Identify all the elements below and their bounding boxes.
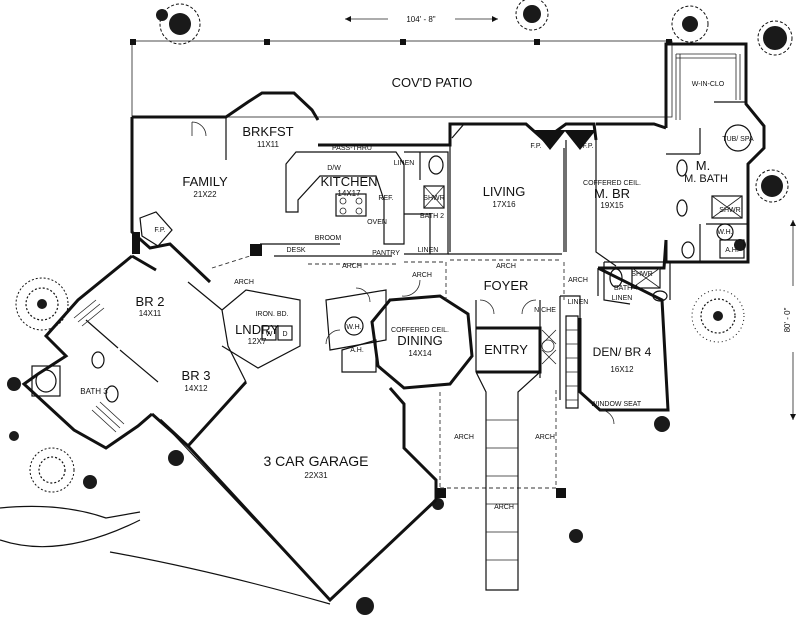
room-size-den: 16X12 (610, 365, 634, 374)
label-pass-thru: PASS-THRU (332, 145, 372, 152)
room-name-living: LIVING (483, 184, 526, 199)
room-note-dining: COFFERED CEIL. (391, 327, 449, 334)
room-name-master-br: M. BR (594, 186, 630, 201)
depth-dimension-label: 80' - 0" (783, 307, 792, 332)
room-name-master-bath: M. BATH (684, 173, 728, 185)
label-arch-walk-bottom: ARCH (494, 504, 514, 511)
label-fp-family: F.P. (154, 227, 165, 234)
label-broom: BROOM (315, 235, 342, 242)
width-dimension-label: 104' - 8" (406, 15, 435, 24)
label-shwr-bath4: SHWR (631, 271, 652, 278)
room-name-foyer: FOYER (484, 278, 529, 293)
room-name-tub-spa: TUB/ SPA (722, 136, 754, 143)
label-linen-den: LINEN (568, 299, 589, 306)
arches (211, 255, 565, 489)
label-ah-master: A.H. (725, 247, 739, 254)
fireplaces (132, 130, 596, 498)
fixture-labels: PASS-THRU LINEN D/W REF. OVEN SHWR BATH … (154, 143, 740, 511)
room-name-lndry: LNDRY (235, 322, 279, 337)
dimension-depth: 80' - 0" (783, 220, 796, 420)
room-size-kitchen: 14X17 (337, 189, 361, 198)
room-name-master-bath-m: M. (696, 158, 710, 173)
room-size-brkfst: 11X11 (257, 140, 279, 149)
room-size-br2: 14X11 (139, 309, 162, 318)
room-size-br3: 14X12 (184, 384, 208, 393)
room-size-master-br: 19X15 (600, 201, 624, 210)
room-name-family: FAMILY (182, 174, 228, 189)
label-w: W (266, 331, 273, 338)
label-fp-master: F.P. (582, 143, 593, 150)
label-desk: DESK (286, 247, 305, 254)
label-linen-foyer: LINEN (612, 295, 633, 302)
room-name-garage: 3 CAR GARAGE (263, 453, 368, 469)
label-dw: D/W (327, 165, 341, 172)
room-size-dining: 14X14 (408, 349, 432, 358)
label-iron-bd: IRON. BD. (255, 311, 288, 318)
driveway (0, 505, 331, 605)
tree-right-mid (755, 169, 789, 203)
interior-walls (85, 101, 748, 400)
label-arch-walk-right: ARCH (535, 434, 555, 441)
label-linen-kitchen: LINEN (394, 160, 415, 167)
label-arch-pantry: ARCH (412, 272, 432, 279)
label-niche: NICHE (534, 307, 556, 314)
room-name-den: DEN/ BR 4 (593, 345, 652, 359)
label-linen-bath2: LINEN (418, 247, 439, 254)
label-arch-kitchen: ARCH (342, 263, 362, 270)
label-bath2: BATH 2 (420, 213, 444, 220)
label-arch-foyer-right: ARCH (568, 277, 588, 284)
tree-left (15, 277, 69, 331)
label-wh-master: W.H. (717, 229, 732, 236)
tree-right-sunburst (691, 289, 745, 343)
room-name-w-in-clo: W-IN-CLO (692, 81, 725, 88)
room-name-brkfst: BRKFST (242, 124, 293, 139)
tree-lower-left (29, 447, 75, 493)
landscaping (7, 0, 793, 615)
label-wh-mech: W.H. (346, 324, 361, 331)
room-note-master-br: COFFERED CEIL. (583, 180, 641, 187)
door-swings (191, 121, 615, 425)
room-name-br2: BR 2 (136, 294, 165, 309)
label-shwr-bath2: SHWR (423, 195, 444, 202)
label-fp-living: F.P. (530, 143, 541, 150)
label-pantry: PANTRY (372, 250, 400, 257)
label-shwr-master: SHWR (719, 207, 740, 214)
room-name-covd-patio: COV'D PATIO (392, 75, 473, 90)
room-labels: COV'D PATIO BRKFST 11X11 FAMILY 21X22 KI… (80, 75, 754, 480)
room-size-family: 21X22 (193, 190, 217, 199)
fixtures (31, 53, 752, 433)
covered-patio (130, 39, 673, 118)
room-name-dining: DINING (397, 333, 443, 348)
room-name-entry: ENTRY (484, 342, 528, 357)
label-ah-mech: A.H. (350, 347, 364, 354)
exterior-walls (21, 42, 766, 603)
shrub-small-a (7, 239, 746, 615)
room-name-bath3: BATH 3 (80, 387, 108, 396)
room-name-kitchen: KITCHEN (320, 174, 377, 189)
label-ref: REF. (378, 195, 393, 202)
label-bath4: BATH 4 (614, 285, 638, 292)
tree-top-mid (515, 0, 549, 31)
label-oven: OVEN (367, 219, 387, 226)
room-size-living: 17X16 (492, 200, 516, 209)
garage-door-opening (159, 419, 331, 601)
label-window-seat: WINDOW SEAT (591, 401, 642, 408)
label-arch-foyer: ARCH (496, 263, 516, 270)
tree-top-right-a (671, 5, 709, 43)
dimension-width: 104' - 8" (345, 15, 498, 24)
room-size-garage: 22X31 (304, 471, 328, 480)
label-arch-walk-left: ARCH (454, 434, 474, 441)
room-size-lndry: 12X7 (248, 337, 267, 346)
tree-top-right-b (757, 20, 793, 56)
label-arch-laundry: ARCH (234, 279, 254, 286)
room-name-br3: BR 3 (182, 368, 211, 383)
entry-walk (475, 371, 541, 591)
tree-top-left (156, 3, 201, 45)
label-d: D (282, 331, 287, 338)
